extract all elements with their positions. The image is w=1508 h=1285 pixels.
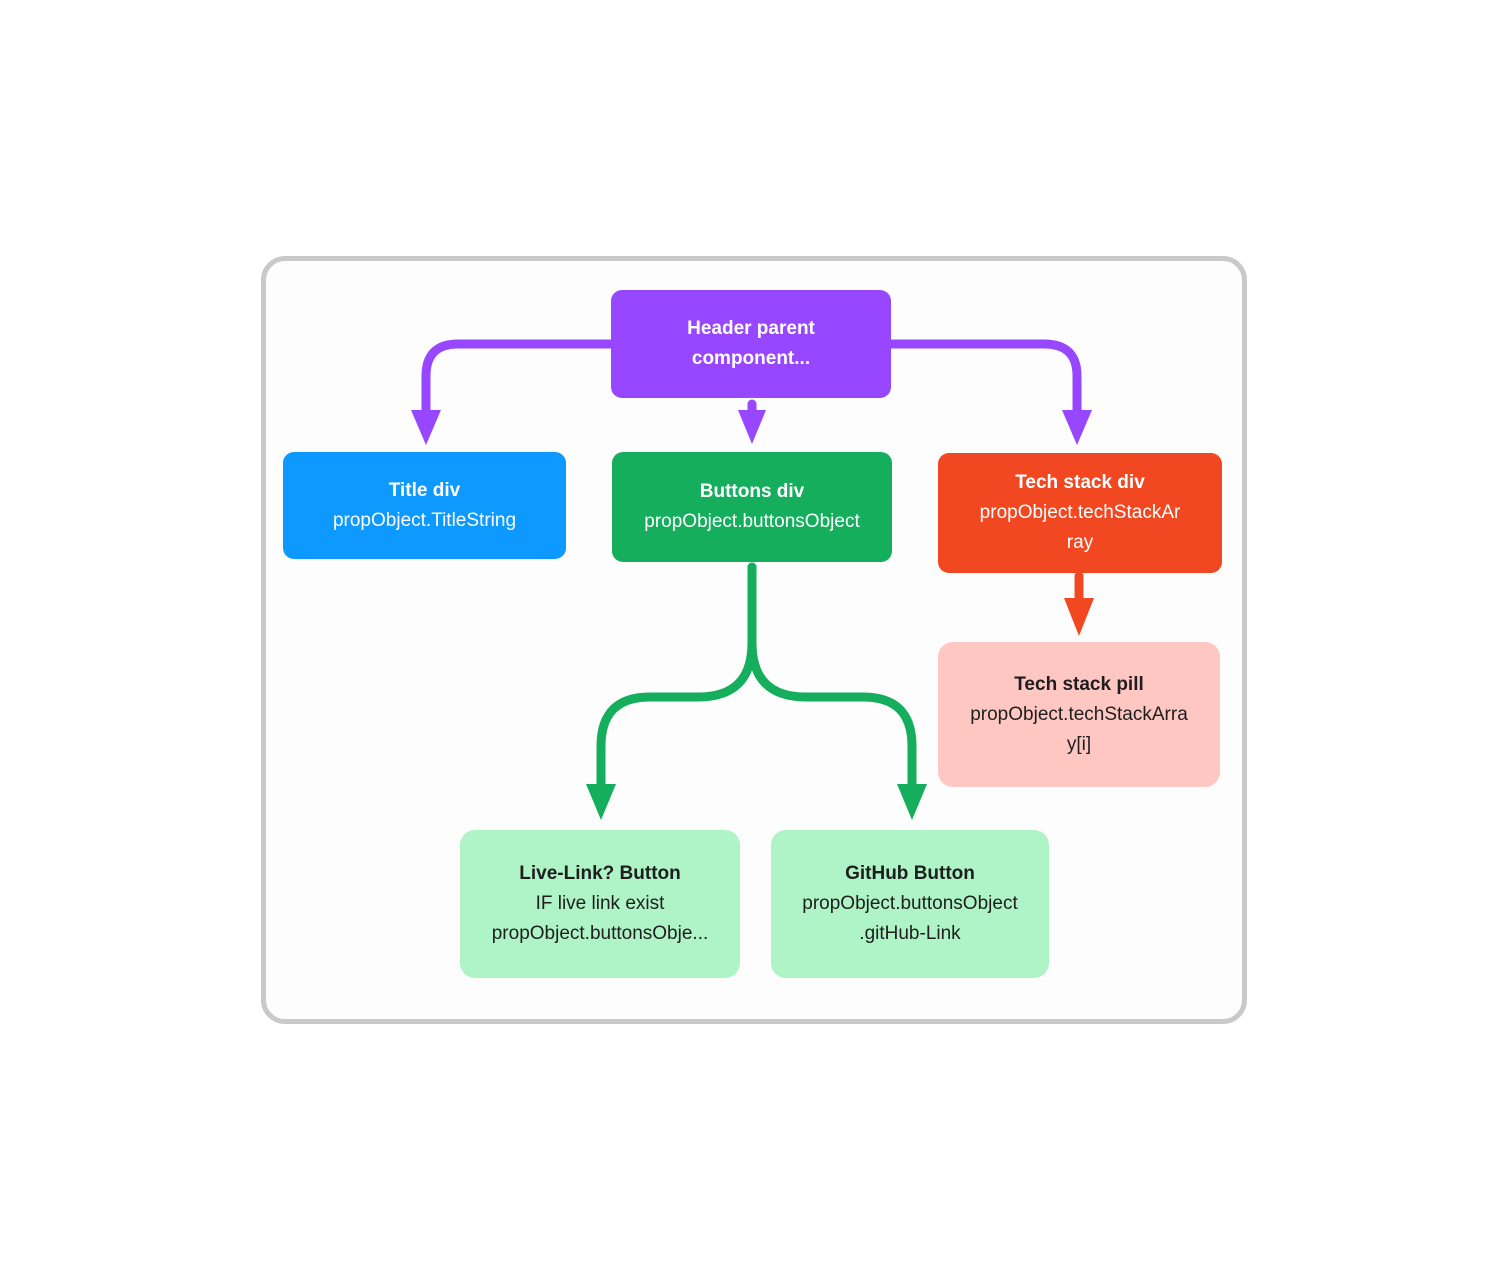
node-subtitle: propObject.techStackAr ray (979, 502, 1181, 553)
node-title: Tech stack pill (1014, 673, 1144, 695)
node-tech-stack-pill[interactable]: Tech stack pill propObject.techStackArra… (938, 642, 1220, 787)
node-subtitle: propObject.buttonsObject .gitHub-Link (802, 893, 1018, 944)
node-live-link-button[interactable]: Live-Link? Button IF live link exist pro… (460, 830, 740, 978)
node-tech-stack-div[interactable]: Tech stack div propObject.techStackAr ra… (938, 453, 1222, 573)
node-title: GitHub Button (845, 863, 975, 884)
node-title: Header parent component... (687, 318, 815, 369)
node-title: Buttons div (699, 481, 805, 502)
node-subtitle: propObject.buttonsObject (644, 511, 860, 532)
node-subtitle: propObject.TitleString (332, 509, 517, 531)
node-title-div[interactable]: Title div propObject.TitleString (283, 452, 566, 559)
node-subtitle: IF live link exist propObject.buttonsObj… (491, 893, 709, 944)
node-subtitle: propObject.techStackArra y[i] (970, 703, 1188, 755)
node-header-parent-component[interactable]: Header parent component... (611, 290, 891, 398)
node-buttons-div[interactable]: Buttons div propObject.buttonsObject (612, 452, 892, 562)
node-github-button[interactable]: GitHub Button propObject.buttonsObject .… (771, 830, 1049, 978)
node-title: Live-Link? Button (519, 863, 681, 884)
node-title: Tech stack div (1015, 472, 1145, 493)
node-title: Title div (388, 479, 461, 501)
